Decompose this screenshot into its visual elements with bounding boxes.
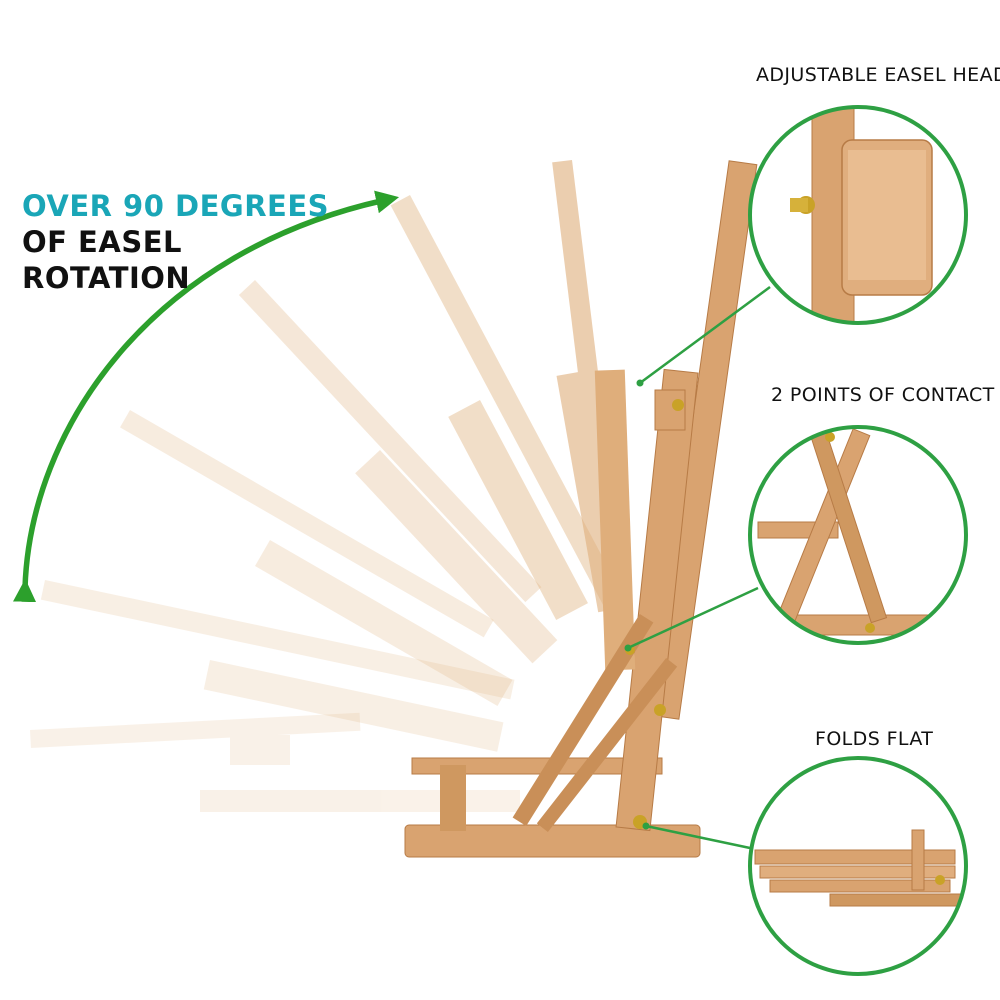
ghost-easel-positions <box>30 159 632 812</box>
callout-label-contact: 2 POINTS OF CONTACT <box>771 384 995 406</box>
headline-line-1: OVER 90 DEGREES <box>22 189 330 223</box>
callout-circle-easel-head <box>748 105 968 325</box>
callout-label-folds-flat: FOLDS FLAT <box>815 728 934 750</box>
pointer-folds-flat <box>645 824 751 850</box>
callout-circle-contact <box>748 425 968 645</box>
callout-label-easel-head: ADJUSTABLE EASEL HEAD <box>756 64 1000 86</box>
rotation-headline: OVER 90 DEGREES OF EASEL ROTATION <box>22 188 329 296</box>
callout-circle-folds-flat <box>748 756 968 976</box>
easel-main <box>404 160 758 858</box>
headline-line-2: OF EASEL <box>22 225 182 259</box>
headline-line-3: ROTATION <box>22 261 191 295</box>
pointer-contact <box>627 586 759 650</box>
pointer-easel-head <box>639 285 771 385</box>
rotation-arrow-icon <box>13 190 400 603</box>
